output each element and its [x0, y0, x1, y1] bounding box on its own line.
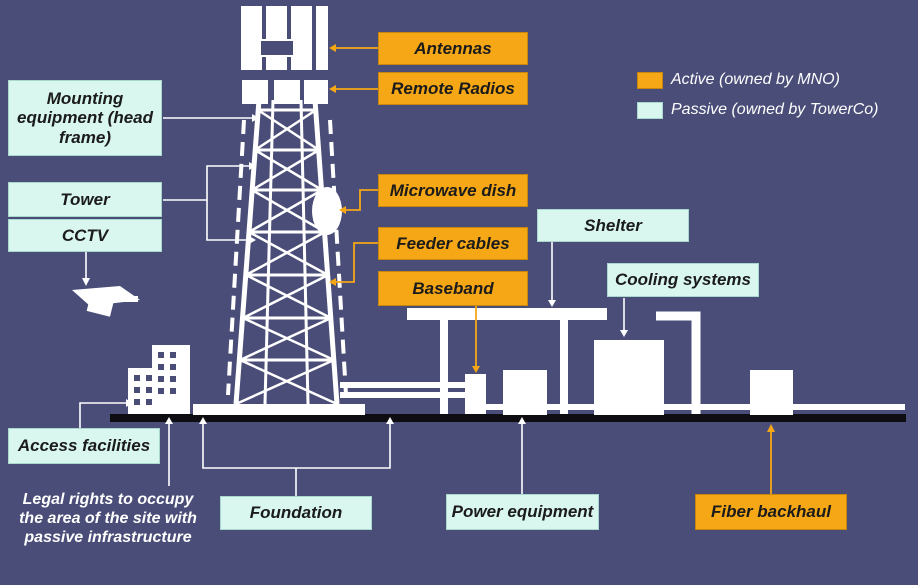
- label-access-facilities: Access facilities: [8, 428, 160, 464]
- cctv-camera-icon: [72, 286, 140, 317]
- microwave-dish: [312, 187, 342, 235]
- label-microwave-dish: Microwave dish: [378, 174, 528, 207]
- foundation-slab: [193, 404, 365, 415]
- building-icon: [128, 345, 190, 414]
- connector-arrowheads: [82, 114, 628, 424]
- legend-passive: Passive (owned by TowerCo): [637, 101, 879, 119]
- fiber-unit: [750, 370, 793, 415]
- legend-active-swatch: [637, 71, 663, 89]
- label-antennas: Antennas: [378, 32, 528, 65]
- legend-passive-text: Passive (owned by TowerCo): [671, 101, 879, 118]
- connector-lines: [79, 117, 625, 496]
- legend-active-text: Active (owned by MNO): [671, 71, 840, 88]
- remote-radio-units: [242, 80, 328, 104]
- label-tower: Tower: [8, 182, 162, 217]
- legend-passive-swatch: [637, 101, 663, 119]
- label-remote-radios: Remote Radios: [378, 72, 528, 105]
- baseband-unit: [465, 374, 486, 414]
- tower-structure: [226, 99, 348, 406]
- label-baseband: Baseband: [378, 271, 528, 306]
- label-feeder-cables: Feeder cables: [378, 227, 528, 260]
- cooling-unit: [594, 340, 664, 415]
- cooling-pipe: [656, 311, 701, 414]
- active-connector-arrowheads: [329, 44, 775, 432]
- power-unit: [503, 370, 547, 415]
- ground-line: [110, 414, 906, 422]
- legend-active: Active (owned by MNO): [637, 71, 840, 89]
- label-foundation: Foundation: [220, 496, 372, 530]
- label-power-equipment: Power equipment: [446, 494, 599, 530]
- active-connector-lines: [336, 47, 772, 494]
- cable-tray: [340, 382, 905, 410]
- label-cooling-systems: Cooling systems: [607, 263, 759, 297]
- label-cctv: CCTV: [8, 219, 162, 252]
- antenna-array: [241, 6, 328, 70]
- shelter-frame: [407, 308, 607, 414]
- label-shelter: Shelter: [537, 209, 689, 242]
- label-mounting-equipment: Mounting equipment (head frame): [8, 80, 162, 156]
- label-legal-rights: Legal rights to occupy the area of the s…: [19, 491, 197, 547]
- label-fiber-backhaul: Fiber backhaul: [695, 494, 847, 530]
